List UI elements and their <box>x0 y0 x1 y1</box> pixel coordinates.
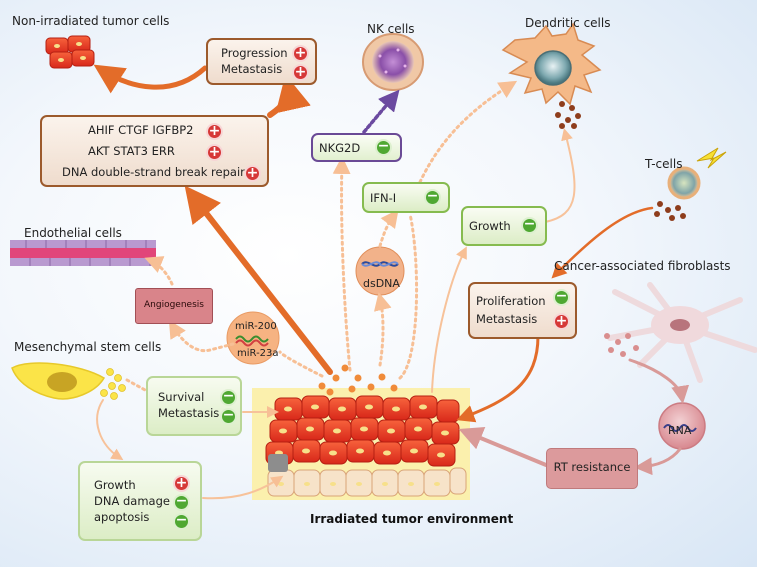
growth-text: Growth <box>469 219 511 233</box>
secreted-factors-dots <box>318 364 398 396</box>
dsdna-label: dsDNA <box>363 277 400 290</box>
gene-line-1: AHIF CTGF IGFBP2 <box>88 123 194 137</box>
proliferation-text: Proliferation <box>476 294 546 308</box>
nk-cell-icon <box>362 33 424 91</box>
minus-icon: − <box>424 189 441 206</box>
label-cancer-associated-fibroblasts: Cancer-associated fibroblasts <box>554 259 731 273</box>
dna-damage-text: DNA damage <box>94 494 170 508</box>
plus-icon: + <box>206 144 223 161</box>
minus-icon: − <box>173 513 190 530</box>
minus-icon: − <box>375 139 392 156</box>
plus-icon: + <box>292 45 309 62</box>
progression-text: Progression <box>221 46 288 60</box>
plus-icon: + <box>292 64 309 81</box>
survival-box: Survival Metastasis − − <box>146 376 242 436</box>
minus-icon: − <box>521 217 538 234</box>
label-mesenchymal-stem-cells: Mesenchymal stem cells <box>14 340 162 354</box>
plus-icon: + <box>206 123 223 140</box>
nkg2d-text: NKG2D <box>319 141 361 155</box>
non-irradiated-tumor-cells-icon <box>45 35 95 69</box>
mir-200-label: miR-200 <box>235 321 277 332</box>
plus-icon: + <box>553 313 570 330</box>
plus-icon: + <box>173 475 190 492</box>
mir-23a-label: miR-23a <box>237 348 279 359</box>
rna-wave <box>663 424 697 432</box>
label-endothelial-cells: Endothelial cells <box>24 226 122 240</box>
survival-text: Survival <box>158 390 205 404</box>
growth-dna-damage-box: Growth DNA damage apoptosis + − − <box>78 461 202 541</box>
t-cell-icon <box>654 147 727 221</box>
label-t-cells: T-cells <box>645 157 683 171</box>
label-non-irradiated-tumor-cells: Non-irradiated tumor cells <box>12 14 170 28</box>
mirna-wave <box>235 335 269 343</box>
diagram-caption: Irradiated tumor environment <box>310 512 514 526</box>
label-nk-cells: NK cells <box>367 22 415 36</box>
growth-text: Growth <box>94 478 136 492</box>
label-dendritic-cells: Dendritic cells <box>525 16 611 30</box>
fibroblast-icon <box>607 282 757 383</box>
nkg2d-box: NKG2D − <box>311 133 402 162</box>
gene-line-3: DNA double-strand break repair <box>62 165 245 179</box>
plus-icon: + <box>244 165 261 182</box>
metastasis-text: Metastasis <box>476 312 538 326</box>
rt-resistance-box: RT resistance <box>546 448 638 489</box>
mesenchymal-stem-cell-icon <box>11 362 126 400</box>
metastasis-text: Metastasis <box>158 406 220 420</box>
rt-resistance-text: RT resistance <box>553 460 631 474</box>
dendritic-cell-icon <box>501 22 602 129</box>
fibroblast-dots <box>604 333 639 357</box>
apoptosis-text: apoptosis <box>94 510 150 524</box>
angiogenesis-box: Angiogenesis <box>135 288 213 324</box>
ifn-box: IFN-I − <box>362 182 450 213</box>
growth-box: Growth − <box>461 206 547 246</box>
minus-icon: − <box>173 494 190 511</box>
metastasis-text: Metastasis <box>221 62 283 76</box>
ifn-text: IFN-I <box>370 191 397 205</box>
minus-icon: − <box>553 289 570 306</box>
irradiated-tumor-cells <box>265 395 467 497</box>
gene-line-2: AKT STAT3 ERR <box>88 144 175 158</box>
arrows <box>93 64 690 500</box>
progression-box: Progression Metastasis + + <box>206 38 317 85</box>
endothelial-vessel-icon <box>10 240 156 266</box>
minus-icon: − <box>220 408 237 425</box>
proliferation-box: Proliferation Metastasis − + <box>468 282 577 339</box>
angiogenesis-text: Angiogenesis <box>144 300 204 310</box>
gene-pathways-box: AHIF CTGF IGFBP2 AKT STAT3 ERR DNA doubl… <box>40 115 269 187</box>
rna-label: RNA <box>668 424 692 437</box>
minus-icon: − <box>220 389 237 406</box>
